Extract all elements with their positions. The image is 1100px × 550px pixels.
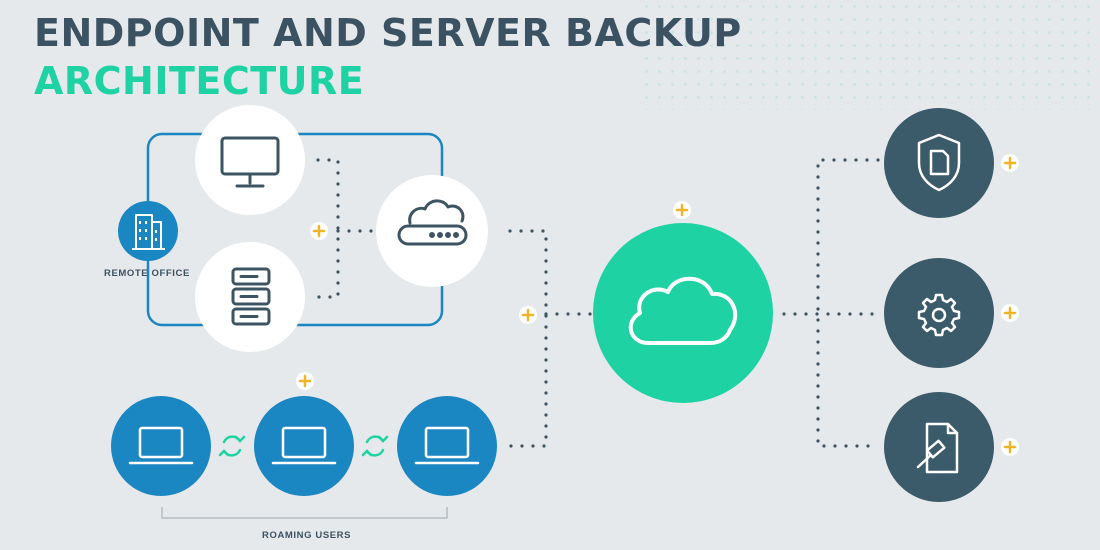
plus-icon (675, 203, 689, 217)
cloud-node (593, 223, 773, 403)
plus-icon (298, 374, 312, 388)
monitor-icon (220, 136, 280, 188)
plus-icon (1003, 306, 1017, 320)
sync-icon (218, 435, 246, 457)
page-title: ENDPOINT AND SERVER BACKUP (34, 11, 742, 55)
service-node-protection (884, 108, 994, 218)
decorative-dot-pattern (640, 0, 1100, 110)
gateway-node (376, 175, 488, 287)
service-node-settings (884, 258, 994, 368)
plus-icon (521, 308, 535, 322)
laptop-node-1 (111, 396, 211, 496)
laptop-node-3 (397, 396, 497, 496)
building-icon (132, 214, 165, 250)
laptop-node-2 (254, 396, 354, 496)
sync-icon (361, 435, 389, 457)
connector-gateway-laptops (508, 229, 548, 448)
roaming-users-bracket (161, 507, 448, 519)
laptop-icon (128, 426, 194, 465)
cloud-appliance-icon (397, 199, 468, 246)
connector-desktop-server (316, 158, 340, 299)
service-node-compliance (884, 392, 994, 502)
laptop-icon (414, 426, 480, 465)
shield-document-icon (917, 133, 961, 192)
laptop-icon (271, 426, 337, 465)
gear-icon (917, 293, 961, 337)
plus-icon (312, 224, 326, 238)
remote-office-label: REMOTE OFFICE (104, 268, 190, 279)
connector-services-trunk (816, 158, 880, 448)
roaming-users-label: ROAMING USERS (262, 530, 352, 541)
server-stack-icon (231, 267, 271, 326)
plus-icon (1003, 156, 1017, 170)
server-node (195, 242, 305, 352)
remote-office-node (118, 201, 178, 261)
desktop-node (195, 105, 305, 215)
page-subtitle: ARCHITECTURE (34, 59, 365, 103)
cloud-icon (628, 276, 738, 345)
plus-icon (1003, 440, 1017, 454)
connector-lines (316, 158, 880, 448)
legal-document-icon (916, 422, 959, 474)
